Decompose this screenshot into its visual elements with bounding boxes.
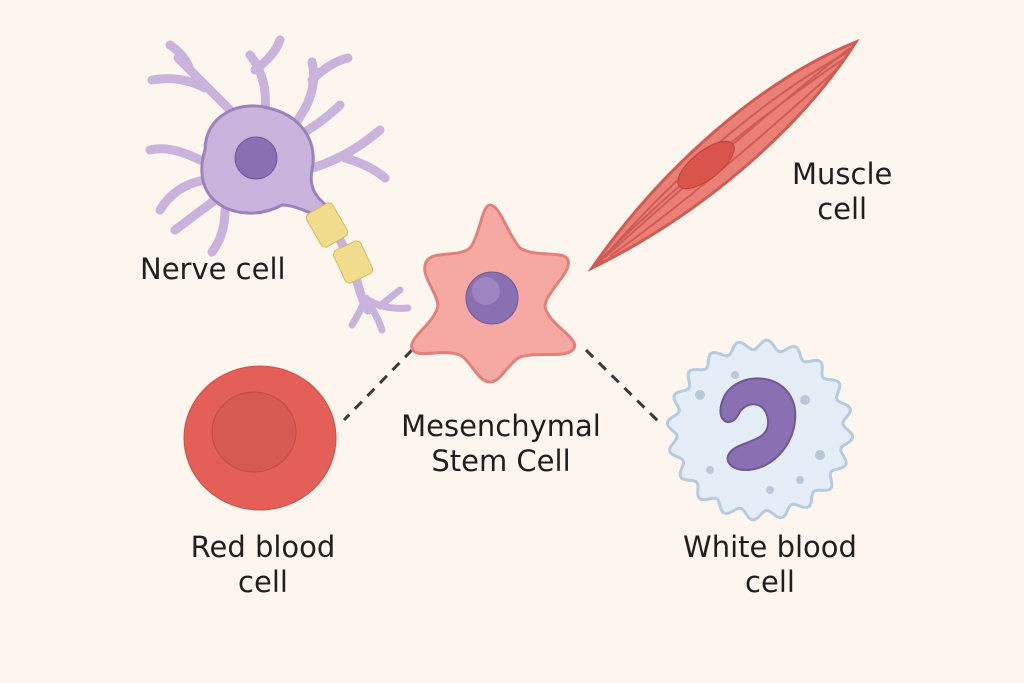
- myelin-sheath-segment: [332, 240, 374, 284]
- white-blood-cell-illustration: [665, 338, 855, 522]
- stem-cell-nucleus-highlight: [472, 277, 500, 305]
- nerve-cell-label-line: Nerve cell: [140, 252, 286, 286]
- white-blood-cell-nucleus: [719, 377, 797, 472]
- connector-stem-to-red-blood: [342, 348, 414, 422]
- red-blood-cell-illustration: [183, 365, 337, 511]
- muscle-cell-label: Muscle cell: [792, 157, 892, 227]
- connector-lines: [342, 348, 664, 427]
- myelin-sheath-segment: [305, 202, 349, 248]
- nerve-cell-illustration: [145, 35, 412, 334]
- white-blood-cell-label-line-2: cell: [745, 565, 795, 599]
- muscle-nucleus: [677, 140, 735, 190]
- muscle-cell-label-line-1: Muscle: [792, 157, 893, 191]
- white-blood-cell-label-line-1: White blood: [683, 530, 857, 564]
- red-blood-cell-label-line-1: Red blood: [190, 530, 336, 564]
- muscle-cell-label-line-2: cell: [817, 192, 868, 226]
- stem-cell-label-line-1: Mesenchymal: [401, 409, 601, 443]
- muscle-cell-illustration: [587, 38, 860, 272]
- red-blood-cell-center: [211, 391, 297, 473]
- stem-cell-illustration: [410, 203, 577, 384]
- stem-cell-label: Mesenchymal Stem Cell: [390, 409, 612, 479]
- red-blood-cell-label: Red blood cell: [178, 530, 348, 600]
- stem-cell-label-line-2: Stem Cell: [431, 444, 571, 478]
- nerve-cell-label: Nerve cell: [140, 252, 286, 287]
- nerve-nucleus: [234, 136, 278, 180]
- white-blood-cell-body: [665, 338, 855, 522]
- red-blood-cell-label-line-2: cell: [238, 565, 288, 599]
- white-blood-cell-granules: [695, 371, 825, 494]
- nerve-axon-terminals: [348, 286, 412, 334]
- white-blood-cell-label: White blood cell: [668, 530, 872, 600]
